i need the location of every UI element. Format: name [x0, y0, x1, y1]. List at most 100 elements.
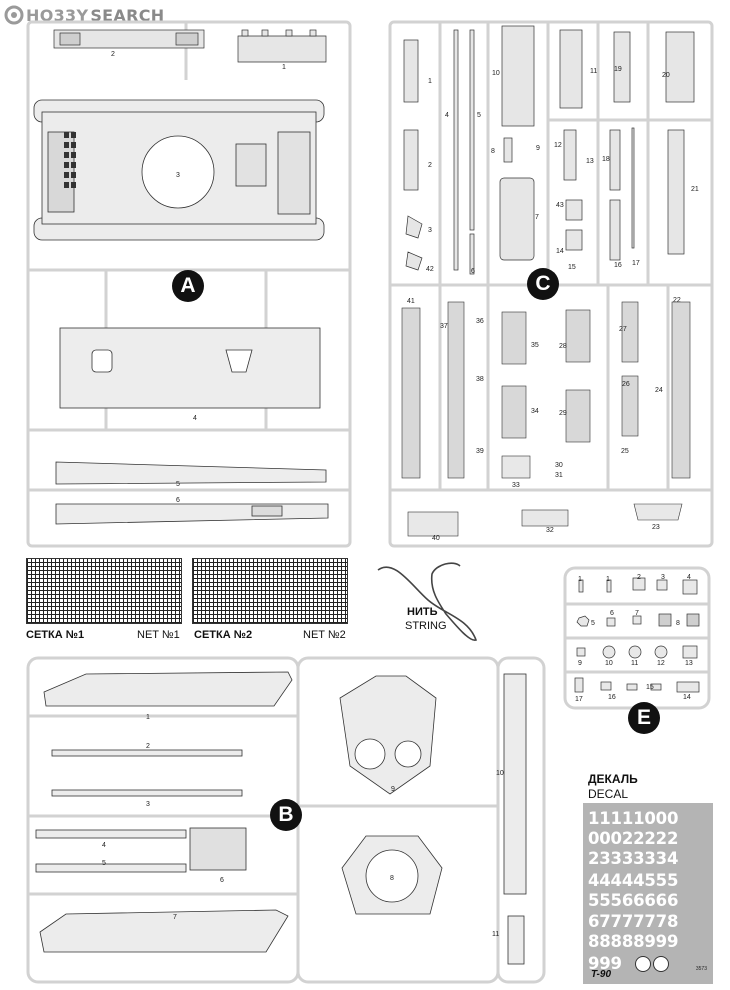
part-c7-label: 7	[535, 214, 539, 221]
part-c15-label: 15	[568, 264, 576, 271]
part-b4-label: 4	[102, 842, 106, 849]
part-c38-label: 38	[476, 376, 484, 383]
part-c5-label: 5	[477, 112, 481, 119]
part-c40-label: 40	[432, 535, 440, 542]
part-c41-label: 41	[407, 298, 415, 305]
part-c37-label: 37	[440, 323, 448, 330]
part-c11-label: 11	[590, 68, 598, 75]
part-c27-label: 27	[619, 326, 627, 333]
part-b10-label: 10	[496, 770, 504, 777]
part-b2-label: 2	[146, 743, 150, 750]
part-b1-label: 1	[146, 714, 150, 721]
sprue-a-badge: A	[172, 270, 204, 302]
part-b8-label: 8	[390, 875, 394, 882]
part-e5-label: 5	[591, 620, 595, 627]
part-e1a-label: 1	[578, 576, 582, 583]
logo-icon	[4, 5, 24, 25]
decal-row: 88888999	[588, 932, 679, 951]
sprue-e-badge: E	[628, 702, 660, 734]
part-c18-label: 18	[602, 156, 610, 163]
part-c39-label: 39	[476, 448, 484, 455]
part-b9-label: 9	[391, 786, 395, 793]
decal-row: 11111000	[588, 809, 679, 828]
part-c24-label: 24	[655, 387, 663, 394]
part-c28-label: 28	[559, 343, 567, 350]
sprue-b-diagram	[26, 656, 546, 984]
string-label-en: STRING	[405, 620, 447, 632]
decal-row-last: 999	[588, 954, 622, 973]
part-c8-label: 8	[491, 148, 495, 155]
part-e11-label: 11	[631, 660, 639, 667]
part-b6-label: 6	[220, 877, 224, 884]
part-e12-label: 12	[657, 660, 665, 667]
part-e15-label: 15	[646, 684, 654, 691]
net-1-label-ru: СЕТКА №1	[26, 629, 85, 641]
part-c26-label: 26	[622, 381, 630, 388]
part-c9-label: 9	[536, 145, 540, 152]
part-e9-label: 9	[578, 660, 582, 667]
part-e8-label: 8	[676, 620, 680, 627]
decal-row: 67777778	[588, 912, 679, 931]
part-c16-label: 16	[614, 262, 622, 269]
sprue-c-diagram	[388, 20, 714, 548]
part-c4-label: 4	[445, 112, 449, 119]
part-c35-label: 35	[531, 342, 539, 349]
decal-title-en: DECAL	[588, 787, 629, 801]
part-c25-label: 25	[621, 448, 629, 455]
string-drawing	[377, 562, 478, 641]
part-a6-label: 6	[176, 497, 180, 504]
part-e4-label: 4	[687, 574, 691, 581]
sprue-a-diagram	[26, 20, 352, 548]
part-e2-label: 2	[637, 574, 641, 581]
watermark-logo: HO33Y SEARCH	[4, 4, 164, 26]
part-c42-label: 42	[426, 266, 434, 273]
part-c23-label: 23	[652, 524, 660, 531]
part-a5-label: 5	[176, 481, 180, 488]
star-emblem-icon	[653, 956, 669, 972]
part-e3-label: 3	[661, 574, 665, 581]
part-c43-label: 43	[556, 202, 564, 209]
sprue-e-diagram	[563, 566, 711, 710]
part-a2-label: 2	[111, 51, 115, 58]
decal-code: 3573	[695, 966, 707, 972]
decal-row: 23333334	[588, 849, 679, 868]
decal-row: 44444555	[588, 871, 679, 890]
net-2-mesh	[192, 558, 348, 624]
part-e7-label: 7	[635, 610, 639, 617]
part-b3-label: 3	[146, 801, 150, 808]
part-a4-label: 4	[193, 415, 197, 422]
part-c29-label: 29	[559, 410, 567, 417]
part-e13-label: 13	[685, 660, 693, 667]
decal-sheet-id: T-90	[591, 969, 612, 980]
part-c17-label: 17	[632, 260, 640, 267]
part-e14-label: 14	[683, 694, 691, 701]
decal-title-ru: ДЕКАЛЬ	[588, 772, 638, 786]
part-c12-label: 12	[554, 142, 562, 149]
decal-row: 00022222	[588, 829, 679, 848]
watermark-brand-a: HO33Y	[26, 5, 89, 25]
part-c36-label: 36	[476, 318, 484, 325]
part-b11-label: 11	[492, 931, 500, 938]
part-c33-label: 33	[512, 482, 520, 489]
part-e16-label: 16	[608, 694, 616, 701]
part-e10-label: 10	[605, 660, 613, 667]
part-e1b-label: 1	[606, 576, 610, 583]
part-c34-label: 34	[531, 408, 539, 415]
part-c32-label: 32	[546, 527, 554, 534]
part-c3-label: 3	[428, 227, 432, 234]
part-b5-label: 5	[102, 860, 106, 867]
decal-sheet: 11111000 00022222 23333334 44444555 5556…	[583, 803, 713, 984]
part-b7-label: 7	[173, 914, 177, 921]
part-c1-label: 1	[428, 78, 432, 85]
string-label-ru: НИТЬ	[407, 606, 438, 618]
net-2-label-en: NET №2	[303, 629, 346, 641]
part-c6-label: 6	[471, 268, 475, 275]
part-c2-label: 2	[428, 162, 432, 169]
part-c14-label: 14	[556, 248, 564, 255]
part-c31-label: 31	[555, 472, 563, 479]
net-1-mesh	[26, 558, 182, 624]
part-c19-label: 19	[614, 66, 622, 73]
decal-row: 55566666	[588, 891, 679, 910]
part-c10-label: 10	[492, 70, 500, 77]
part-c21-label: 21	[691, 186, 699, 193]
